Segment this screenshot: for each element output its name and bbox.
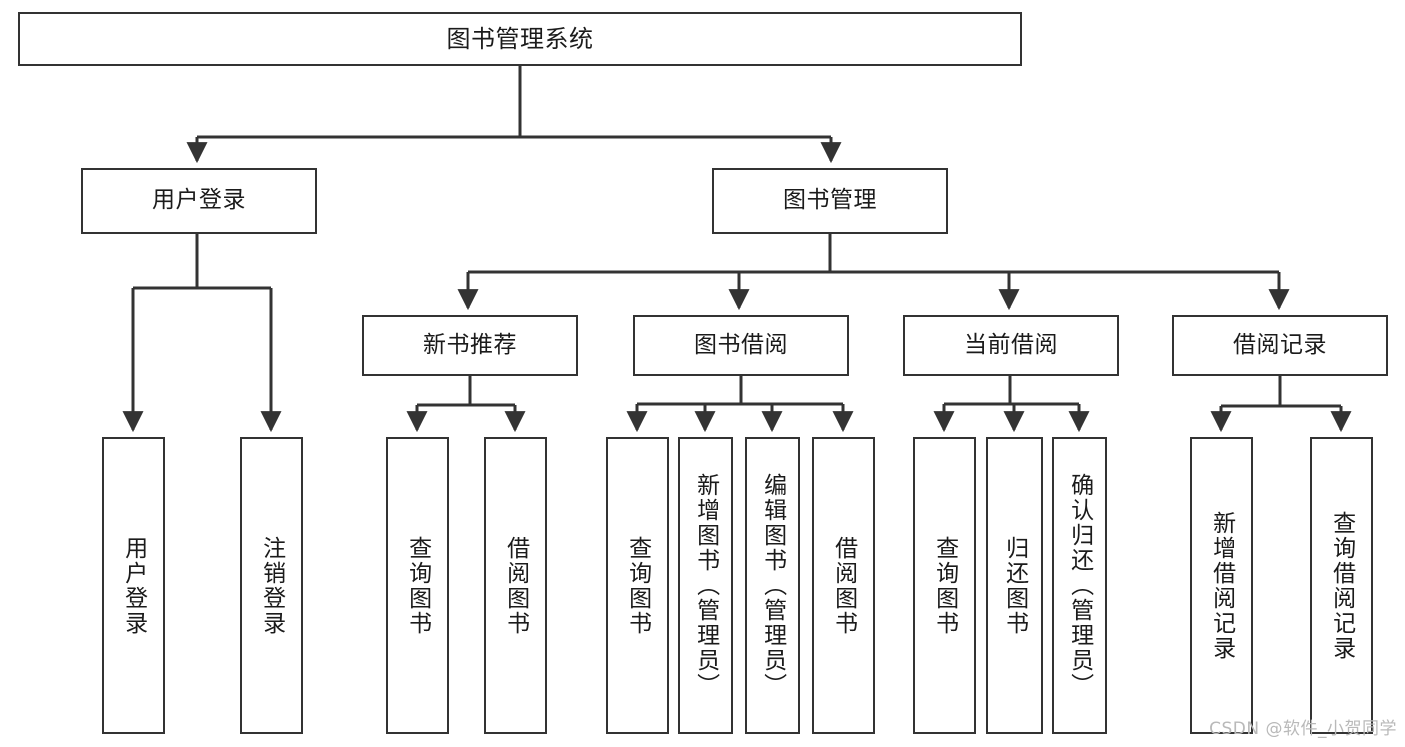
node-book-management-label: 图书管理 [783,187,877,214]
node-leaf-user-logout-label: 注销登录 [258,535,285,636]
node-new-book-recommendation-label: 新书推荐 [423,331,517,358]
node-root-label: 图书管理系统 [446,24,594,53]
node-leaf-rec-borrow-book-label: 借阅图书 [502,535,529,636]
node-leaf-borrow-query-book-label: 查询图书 [624,535,651,636]
node-leaf-current-query-book[interactable]: 查询图书 [913,437,976,734]
node-leaf-confirm-return-admin-label: 确认归还（管理员） [1066,473,1093,698]
node-leaf-rec-query-book-label: 查询图书 [404,535,431,636]
node-leaf-return-book-label: 归还图书 [1001,535,1028,636]
node-leaf-add-book-admin[interactable]: 新增图书（管理员） [678,437,733,734]
node-leaf-current-query-book-label: 查询图书 [931,535,958,636]
node-leaf-add-book-admin-label: 新增图书（管理员） [692,473,719,698]
node-leaf-query-loan-record-label: 查询借阅记录 [1328,510,1355,661]
node-new-book-recommendation[interactable]: 新书推荐 [362,315,578,376]
node-leaf-add-loan-record[interactable]: 新增借阅记录 [1190,437,1253,734]
node-current-loan[interactable]: 当前借阅 [903,315,1119,376]
node-leaf-user-login[interactable]: 用户登录 [102,437,165,734]
node-leaf-user-login-label: 用户登录 [120,535,147,636]
node-book-borrow-label: 图书借阅 [694,331,788,358]
node-book-borrow[interactable]: 图书借阅 [633,315,849,376]
node-leaf-return-book[interactable]: 归还图书 [986,437,1043,734]
node-loan-record[interactable]: 借阅记录 [1172,315,1388,376]
node-leaf-edit-book-admin-label: 编辑图书（管理员） [759,473,786,698]
node-user-login-label: 用户登录 [152,187,246,214]
node-leaf-confirm-return-admin[interactable]: 确认归还（管理员） [1052,437,1107,734]
node-leaf-borrow-query-book[interactable]: 查询图书 [606,437,669,734]
node-root[interactable]: 图书管理系统 [18,12,1022,66]
node-leaf-rec-query-book[interactable]: 查询图书 [386,437,449,734]
node-book-management[interactable]: 图书管理 [712,168,948,234]
node-leaf-user-logout[interactable]: 注销登录 [240,437,303,734]
watermark-text: CSDN @软件_小贺同学 [1209,719,1397,739]
node-leaf-add-loan-record-label: 新增借阅记录 [1208,510,1235,661]
node-current-loan-label: 当前借阅 [964,331,1058,358]
node-user-login[interactable]: 用户登录 [81,168,317,234]
node-leaf-rec-borrow-book[interactable]: 借阅图书 [484,437,547,734]
node-leaf-edit-book-admin[interactable]: 编辑图书（管理员） [745,437,800,734]
node-leaf-query-loan-record[interactable]: 查询借阅记录 [1310,437,1373,734]
node-leaf-borrow-book[interactable]: 借阅图书 [812,437,875,734]
node-leaf-borrow-book-label: 借阅图书 [830,535,857,636]
node-loan-record-label: 借阅记录 [1233,331,1327,358]
